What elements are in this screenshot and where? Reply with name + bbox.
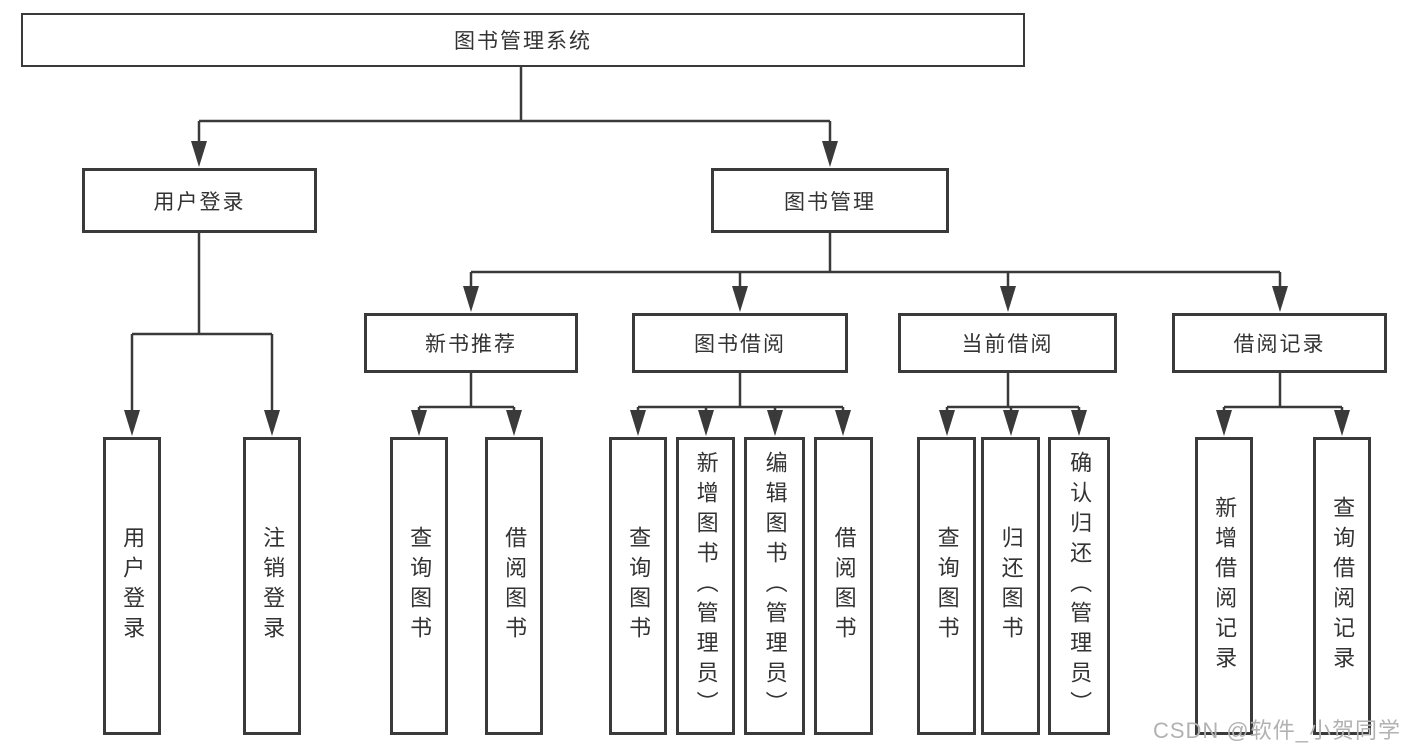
leaf-query-book-2: 查询图书: [609, 437, 667, 735]
arrowhead-down-icon: [463, 286, 479, 312]
leaf-borrow-book-2-label: 借阅图书: [831, 526, 857, 646]
leaf-confirm-return-admin: 确认归还（管理员）: [1048, 437, 1110, 735]
leaf-confirm-return-admin-label: 确认归还（管理员）: [1067, 451, 1093, 721]
arrowhead-down-icon: [767, 410, 783, 436]
leaf-add-book-admin: 新增图书（管理员）: [676, 437, 735, 735]
leaf-edit-book-admin: 编辑图书（管理员）: [744, 437, 805, 735]
leaf-add-borrow-record: 新增借阅记录: [1195, 437, 1253, 735]
leaf-query-borrow-record: 查询借阅记录: [1313, 437, 1371, 735]
node-borrow-record-label: 借阅记录: [1233, 333, 1326, 356]
node-borrow-record: 借阅记录: [1172, 313, 1387, 373]
connector-borrow-to-leaves: [636, 373, 845, 414]
leaf-borrow-book-1: 借阅图书: [485, 437, 543, 735]
leaf-borrow-book-1-label: 借阅图书: [502, 526, 528, 646]
arrowhead-down-icon: [411, 410, 427, 436]
arrowhead-down-icon: [1216, 410, 1232, 436]
leaf-query-book-3-label: 查询图书: [934, 526, 960, 646]
arrowhead-down-icon: [191, 141, 207, 167]
leaf-return-book-label: 归还图书: [998, 526, 1024, 646]
leaf-query-book-1: 查询图书: [390, 437, 448, 735]
arrowhead-down-icon: [698, 410, 714, 436]
leaf-return-book: 归还图书: [981, 437, 1040, 735]
leaf-logout-label: 注销登录: [260, 526, 286, 646]
connector-login-to-leaves: [130, 233, 274, 414]
leaf-user-login-label: 用户登录: [120, 526, 146, 646]
arrowhead-down-icon: [1334, 410, 1350, 436]
arrowhead-down-icon: [1272, 286, 1288, 312]
leaf-query-book-3: 查询图书: [917, 437, 976, 735]
arrowhead-down-icon: [506, 410, 522, 436]
arrowhead-down-icon: [124, 410, 140, 436]
arrowhead-down-icon: [1071, 410, 1087, 436]
node-current-borrow: 当前借阅: [898, 313, 1117, 373]
connector-mgmt-to-level3: [469, 233, 1282, 291]
leaf-query-book-1-label: 查询图书: [407, 526, 433, 646]
arrowhead-down-icon: [939, 410, 955, 436]
leaf-borrow-book-2: 借阅图书: [814, 437, 873, 735]
leaf-query-book-2-label: 查询图书: [626, 526, 652, 646]
arrowhead-down-icon: [732, 286, 748, 312]
leaf-query-borrow-record-label: 查询借阅记录: [1330, 496, 1356, 676]
node-user-login-label: 用户登录: [153, 190, 246, 214]
node-root-system: 图书管理系统: [21, 13, 1025, 67]
leaf-user-login: 用户登录: [103, 437, 161, 735]
connector-root-to-level2: [197, 67, 832, 146]
node-new-book-recommend: 新书推荐: [364, 313, 578, 373]
node-current-borrow-label: 当前借阅: [961, 333, 1054, 356]
arrowhead-down-icon: [822, 141, 838, 167]
leaf-add-book-admin-label: 新增图书（管理员）: [693, 451, 719, 721]
leaf-add-borrow-record-label: 新增借阅记录: [1212, 496, 1238, 676]
node-new-book-recommend-label: 新书推荐: [425, 333, 517, 356]
node-book-borrow: 图书借阅: [632, 313, 848, 373]
node-root-label: 图书管理系统: [454, 30, 592, 53]
arrowhead-down-icon: [1003, 410, 1019, 436]
node-book-management: 图书管理: [711, 168, 949, 233]
arrowhead-down-icon: [264, 410, 280, 436]
node-user-login: 用户登录: [82, 168, 317, 233]
arrowhead-down-icon: [835, 410, 851, 436]
node-book-borrow-label: 图书借阅: [694, 333, 786, 356]
leaf-logout: 注销登录: [243, 437, 301, 735]
connector-record-to-leaves: [1222, 373, 1344, 414]
node-book-management-label: 图书管理: [784, 190, 876, 214]
connector-current-to-leaves: [945, 373, 1081, 414]
arrowhead-down-icon: [630, 410, 646, 436]
leaf-edit-book-admin-label: 编辑图书（管理员）: [762, 451, 788, 721]
arrowheads: [124, 141, 1350, 436]
connector-newbook-to-leaves: [417, 373, 516, 414]
arrowhead-down-icon: [1000, 286, 1016, 312]
